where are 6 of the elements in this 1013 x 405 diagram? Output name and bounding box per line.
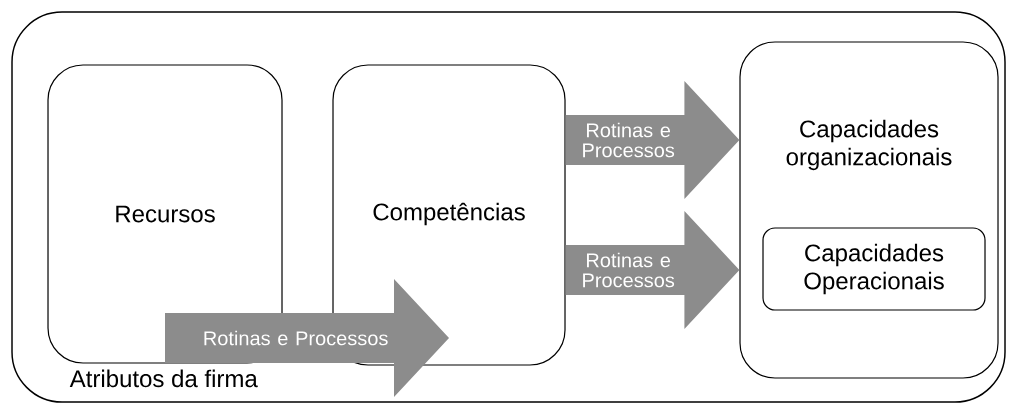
edge-label: Rotinas e Processos <box>583 122 675 158</box>
edge-label: Rotinas e Processos <box>583 252 675 288</box>
block-arrow <box>565 211 740 329</box>
inner-box: Capacidades Operacionais <box>762 227 986 311</box>
block-arrow <box>165 279 449 397</box>
block-arrow <box>565 81 740 199</box>
